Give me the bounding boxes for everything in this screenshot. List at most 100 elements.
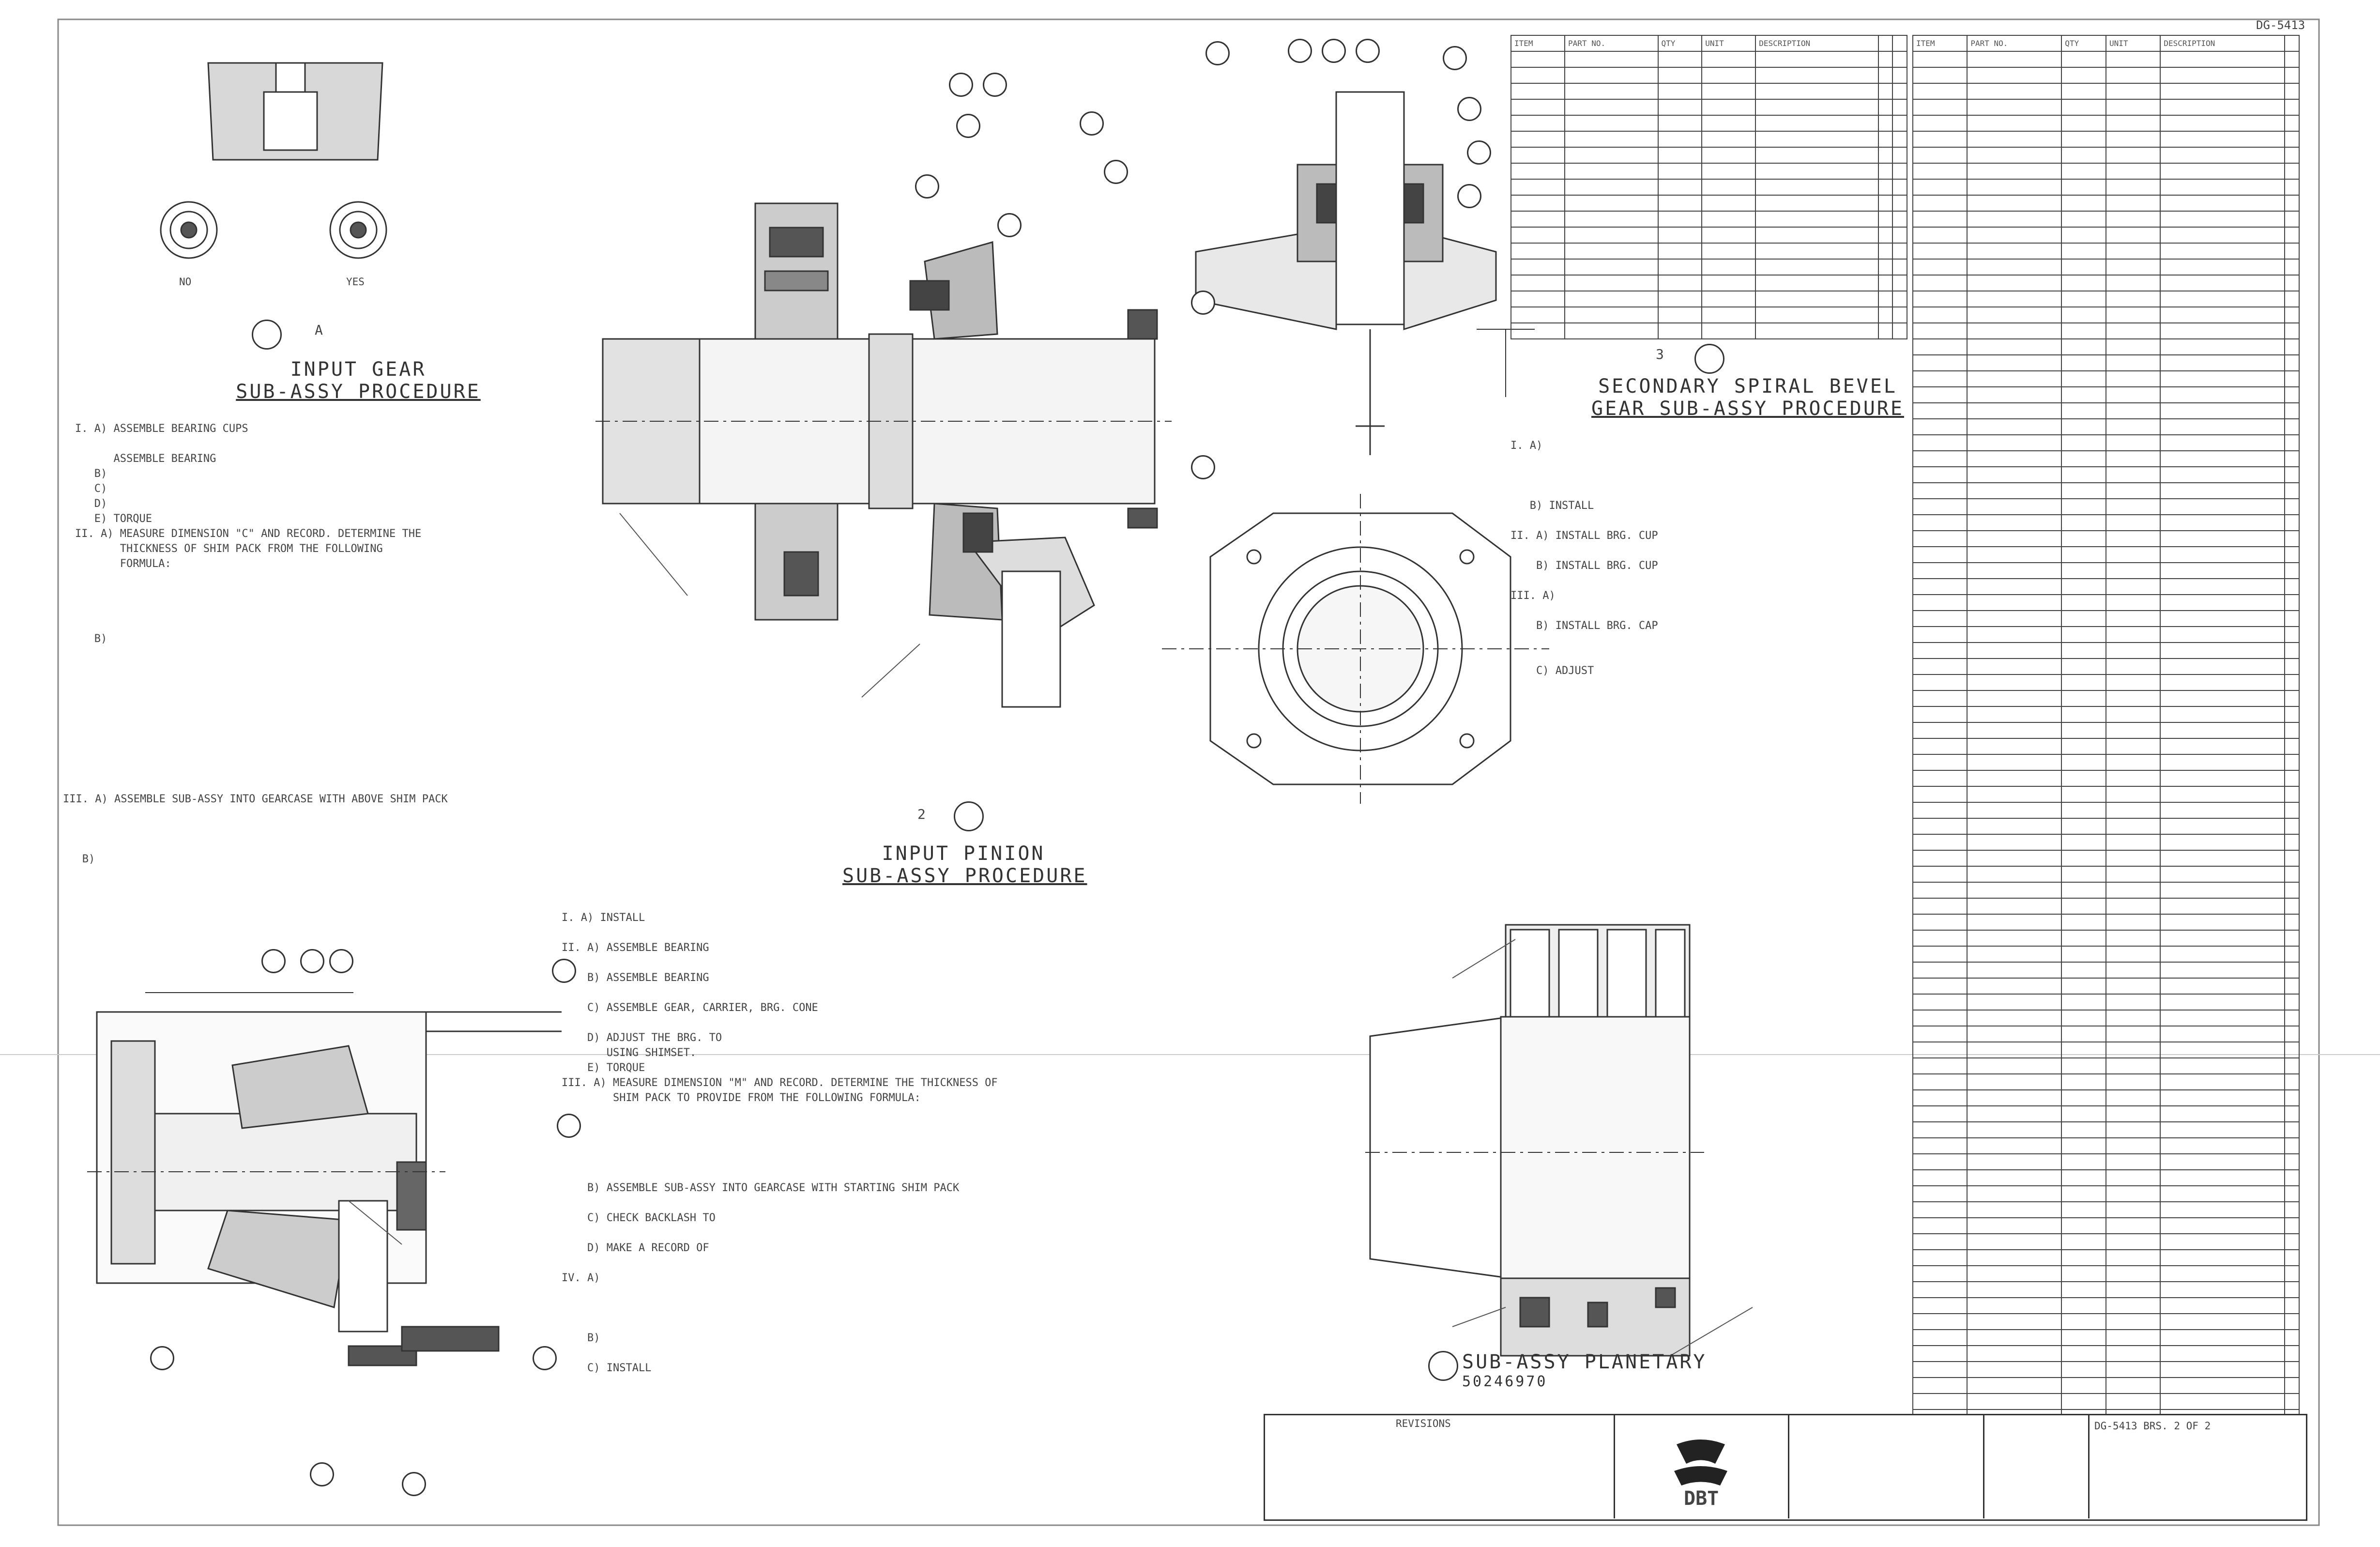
parts-list-cell	[1967, 594, 2062, 611]
parts-list-cell	[2284, 370, 2300, 387]
parts-list-cell	[1877, 211, 1893, 228]
parts-list-cell	[2061, 978, 2106, 995]
parts-list-row	[1912, 1185, 2300, 1202]
parts-list-cell	[2105, 482, 2161, 499]
parts-list-cell	[2160, 498, 2285, 515]
parts-list-cell	[2160, 306, 2285, 323]
item-bubble	[310, 1462, 334, 1486]
parts-list-cell	[2061, 1042, 2106, 1058]
parts-list-cell	[1967, 1089, 2062, 1106]
parts-list-cell	[1967, 211, 2062, 228]
parts-list-cell	[1510, 275, 1566, 291]
parts-list-cell	[2284, 227, 2300, 244]
parts-list-cell	[1912, 1393, 1968, 1410]
parts-list-row	[1912, 83, 2300, 100]
procedure-c-line: B) INSTALL BRG. CAP	[1510, 620, 1658, 632]
parts-list-cell	[2105, 1217, 2161, 1234]
parts-list-cell	[2284, 994, 2300, 1011]
parts-list-row	[1510, 243, 1907, 260]
procedure-b-line: SHIM PACK TO PROVIDE FROM THE FOLLOWING …	[562, 1092, 921, 1104]
parts-list-cell	[1967, 898, 2062, 915]
parts-list-cell	[2061, 115, 2106, 132]
parts-list-cell	[2284, 1265, 2300, 1282]
parts-list-cell	[1701, 67, 1756, 84]
parts-list-cell	[1967, 626, 2062, 643]
parts-list-cell	[2284, 1377, 2300, 1394]
parts-list-cell	[2160, 243, 2285, 260]
column-header: ITEM	[1912, 35, 1968, 52]
parts-list-row	[1912, 722, 2300, 739]
parts-list-row	[1912, 962, 2300, 979]
parts-list-row	[1912, 1361, 2300, 1378]
parts-list-cell	[1912, 850, 1968, 867]
parts-list-cell	[1657, 306, 1703, 323]
parts-list-row	[1510, 99, 1907, 116]
parts-list-row	[1912, 450, 2300, 467]
parts-list-cell	[2284, 802, 2300, 819]
item-bubble	[552, 959, 576, 983]
parts-list-cell	[1912, 770, 1968, 787]
parts-list-cell	[2061, 994, 2106, 1011]
parts-list-cell	[1755, 83, 1879, 100]
parts-list-cell	[2160, 1057, 2285, 1074]
parts-list-cell	[1912, 946, 1968, 963]
parts-list-cell	[1892, 179, 1907, 196]
parts-list-row	[1912, 642, 2300, 659]
parts-list-cell	[2105, 834, 2161, 851]
parts-list-cell	[2284, 514, 2300, 531]
parts-list-cell	[2284, 434, 2300, 451]
parts-list-row	[1912, 914, 2300, 931]
parts-list-cell	[1892, 163, 1907, 180]
view-d-title: SUB-ASSY PLANETARY 50246970	[1462, 1351, 1762, 1390]
parts-list-cell	[1967, 434, 2062, 451]
parts-list-cell	[1912, 882, 1968, 899]
parts-list-cell	[1877, 227, 1893, 244]
parts-list-cell	[2105, 131, 2161, 148]
parts-list-cell	[2061, 322, 2106, 339]
parts-list-cell	[2061, 498, 2106, 515]
parts-list-cell	[1967, 578, 2062, 595]
parts-list-cell	[2284, 1249, 2300, 1266]
procedure-c-line	[1510, 708, 1658, 723]
parts-list-cell	[2284, 562, 2300, 579]
parts-list-cell	[2160, 994, 2285, 1011]
parts-list-cell	[2160, 1361, 2285, 1378]
parts-list-cell	[2105, 738, 2161, 755]
parts-list-cell	[1912, 1281, 1968, 1298]
parts-list-cell	[1912, 1169, 1968, 1186]
view-b-title: INPUT PINION SUB-ASSY PROCEDURE	[842, 842, 1085, 887]
parts-list-cell	[1564, 99, 1659, 116]
parts-list-cell	[2105, 658, 2161, 675]
parts-list-cell	[2105, 67, 2161, 84]
column-header	[1892, 35, 1907, 52]
parts-list-row	[1912, 1281, 2300, 1298]
procedure-b-line	[562, 1225, 998, 1241]
parts-list-cell	[2105, 850, 2161, 867]
parts-list-cell	[1912, 610, 1968, 627]
parts-list-cell	[1967, 946, 2062, 963]
view-b-title-line1: INPUT PINION	[882, 842, 1045, 865]
parts-list-cell	[1912, 1233, 1968, 1250]
procedure-a3-line	[63, 837, 448, 852]
parts-list-cell	[1967, 770, 2062, 787]
parts-list-cell	[1967, 1153, 2062, 1170]
parts-list-cell	[1510, 83, 1566, 100]
procedure-c-line	[1510, 633, 1658, 648]
parts-list-cell	[1912, 722, 1968, 739]
parts-list-cell	[1755, 306, 1879, 323]
parts-list-cell	[1701, 291, 1756, 307]
parts-list-cell	[1877, 259, 1893, 276]
parts-list-row	[1912, 770, 2300, 787]
parts-list-cell	[2284, 898, 2300, 915]
parts-list-row	[1912, 482, 2300, 499]
parts-list-cell	[1912, 658, 1968, 675]
parts-list-cell	[1755, 179, 1879, 196]
parts-list-cell	[1892, 275, 1907, 291]
parts-list-cell	[1657, 67, 1703, 84]
parts-list-cell	[1657, 131, 1703, 148]
parts-list-cell	[2105, 642, 2161, 659]
parts-list-cell	[2160, 115, 2285, 132]
parts-list-cell	[2061, 1313, 2106, 1330]
parts-list-cell	[2160, 818, 2285, 835]
parts-list-cell	[2061, 738, 2106, 755]
